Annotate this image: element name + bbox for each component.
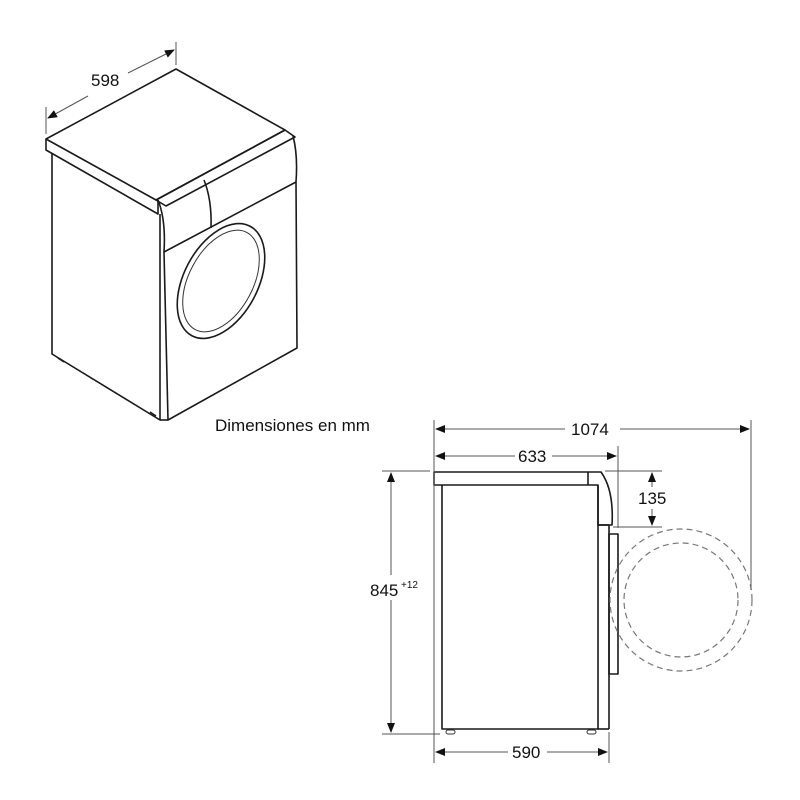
total-depth-label: 1074 [571,420,609,439]
height-label: 845 [370,581,398,600]
side-view-washer [382,420,753,763]
width-dimension-label: 598 [91,71,119,90]
units-caption: Dimensiones en mm [215,416,370,435]
depth-with-top-label: 633 [518,447,546,466]
body-depth-label: 590 [512,743,540,762]
height-tolerance-label: +12 [401,580,418,591]
control-panel-height-label: 135 [638,489,666,508]
isometric-washer [45,42,298,421]
